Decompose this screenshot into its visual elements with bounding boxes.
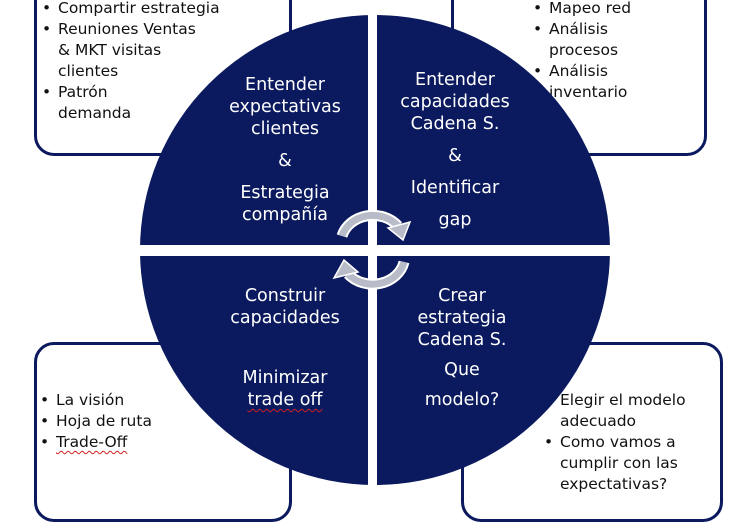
list-item: Como vamos a cumplir con las expectativa…: [544, 432, 700, 495]
quadrant-top-left: Entender expectativas clientes & Estrate…: [190, 74, 380, 226]
quadrant-text: capacidades: [230, 308, 340, 328]
list-item: Patrón demanda: [42, 82, 138, 124]
quadrant-text: Identificar: [410, 178, 500, 198]
list-item-text: Trade-Off: [56, 433, 128, 451]
quadrant-text: trade off: [247, 390, 323, 410]
quadrant-text: modelo?: [424, 390, 500, 410]
list-item: Elegir el modelo adecuado: [544, 390, 714, 432]
quadrant-text: gap: [438, 210, 472, 230]
quadrant-text: capacidades: [400, 92, 510, 112]
quadrant-bottom-left: Construir capacidades Minimizar trade of…: [190, 285, 380, 411]
list-bottom-right: Elegir el modelo adecuado Como vamos a c…: [544, 390, 714, 495]
list-bottom-left: La visión Hoja de ruta Trade-Off: [40, 390, 240, 453]
quadrant-text: Entender: [415, 70, 495, 90]
cycle-arrow-top-icon: [336, 209, 412, 242]
quadrant-text: estrategia: [417, 308, 507, 328]
quadrant-text: &: [278, 151, 292, 171]
quadrant-text: Entender: [245, 75, 325, 95]
list-top-right: Mapeo red Análisis procesos Análisis inv…: [533, 0, 643, 103]
quadrant-text: Que: [444, 360, 480, 380]
quadrant-text: expectativas: [229, 97, 341, 117]
list-item: Hoja de ruta: [40, 411, 240, 432]
list-item: Mapeo red: [533, 0, 643, 19]
quadrant-bottom-right: Crear estrategia Cadena S. Que modelo?: [367, 285, 557, 411]
quadrant-text: Minimizar: [242, 368, 328, 388]
horizontal-divider: [130, 245, 620, 256]
quadrant-top-right: Entender capacidades Cadena S. & Identif…: [360, 69, 550, 231]
cycle-arrows: [332, 209, 412, 290]
quadrant-text-wrap: trade off: [190, 389, 380, 411]
list-item: Análisis inventario: [533, 61, 629, 103]
quadrant-text: Cadena S.: [417, 330, 507, 350]
cycle-arrow-bottom-icon: [332, 258, 410, 290]
list-top-left: Compartir estrategia Reuniones Ventas & …: [42, 0, 242, 124]
list-item: Análisis procesos: [533, 19, 629, 61]
quadrant-text: Construir: [244, 286, 326, 306]
quadrant-text: compañía: [242, 205, 328, 225]
list-item: Trade-Off: [40, 432, 240, 453]
list-item: Compartir estrategia: [42, 0, 242, 19]
list-item: Reuniones Ventas & MKT visitas clientes: [42, 19, 198, 82]
quadrant-text: Estrategia: [240, 183, 330, 203]
quadrant-text: Crear: [438, 286, 486, 306]
quadrant-text: Cadena S.: [410, 114, 500, 134]
quadrant-text: &: [448, 146, 462, 166]
list-item: La visión: [40, 390, 240, 411]
quadrant-text: clientes: [251, 119, 319, 139]
